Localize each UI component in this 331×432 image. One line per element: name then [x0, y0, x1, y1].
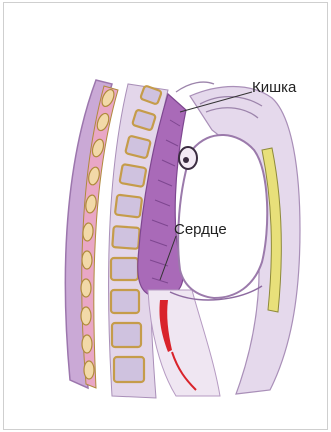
lower-tissue — [148, 290, 220, 396]
intestine-label: Кишка — [252, 80, 296, 95]
heart-label: Сердце — [174, 222, 227, 237]
